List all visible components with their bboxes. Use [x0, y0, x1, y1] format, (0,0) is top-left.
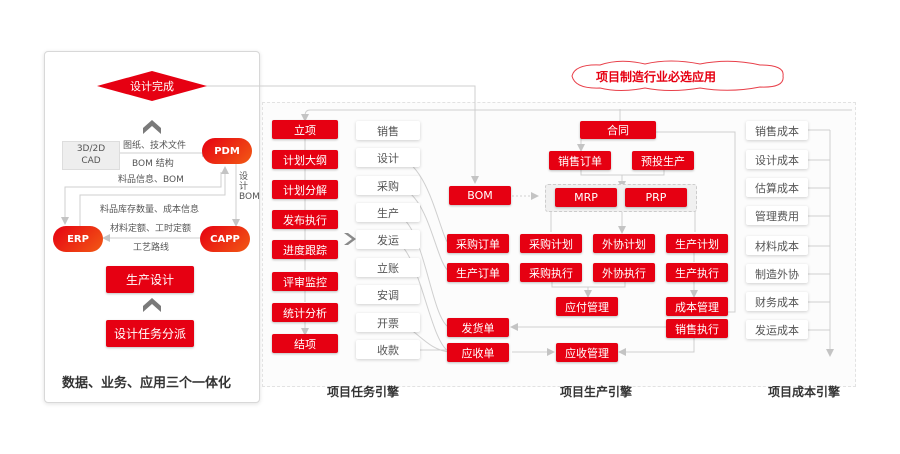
function-item[interactable]: 开票 [356, 313, 420, 332]
chevron-up-icon [143, 298, 161, 312]
label-bom-structure: BOM 结构 [132, 159, 174, 169]
function-item[interactable]: 设计 [356, 148, 420, 167]
design-complete-label: 设计完成 [130, 80, 174, 93]
purchase-order-node[interactable]: 采购订单 [447, 234, 509, 253]
delivery-note-node[interactable]: 发货单 [447, 318, 509, 337]
label-stock-cost: 料品库存数量、成本信息 [100, 205, 200, 215]
label-quota: 材料定额、工时定额 [110, 224, 192, 234]
step-item[interactable]: 统计分析 [272, 303, 338, 322]
label-design-bom: 设计 BOM [239, 172, 260, 202]
step-item[interactable]: 进度跟踪 [272, 240, 338, 259]
banner-text: 项目制造行业必选应用 [596, 70, 717, 84]
function-item[interactable]: 销售 [356, 121, 420, 140]
purchase-plan-node[interactable]: 采购计划 [520, 234, 582, 253]
payable-node[interactable]: 应付管理 [556, 297, 618, 316]
cost-item[interactable]: 销售成本 [746, 121, 808, 140]
line-design-to-bom [205, 85, 479, 184]
function-item[interactable]: 生产 [356, 203, 420, 222]
cost-item[interactable]: 发运成本 [746, 320, 808, 339]
function-item[interactable]: 发运 [356, 230, 420, 249]
chevron-right-icon [344, 233, 356, 245]
left-caption: 数据、业务、应用三个一体化 [62, 376, 232, 391]
purchase-exec-node[interactable]: 采购执行 [520, 263, 582, 282]
cad-box: 3D/2D CAD [62, 141, 120, 170]
cost-item[interactable]: 设计成本 [746, 150, 808, 169]
chevron-up-icon [143, 120, 161, 134]
cost-item[interactable]: 管理费用 [746, 206, 808, 225]
receivable-mgmt-node[interactable]: 应收管理 [556, 343, 618, 362]
sales-order-node[interactable]: 销售订单 [549, 151, 611, 170]
cost-engine-title: 项目成本引擎 [768, 385, 841, 399]
cad-line-2: CAD [81, 156, 101, 166]
label-material-info: 料品信息、BOM [118, 175, 184, 185]
contract-node[interactable]: 合同 [580, 121, 656, 139]
label-route: 工艺路线 [133, 243, 170, 253]
sales-exec-node[interactable]: 销售执行 [666, 319, 728, 338]
step-item[interactable]: 计划大纲 [272, 150, 338, 169]
label-drawings: 图纸、技术文件 [123, 141, 187, 151]
pre-production-node[interactable]: 预投生产 [632, 151, 694, 170]
mrp-node[interactable]: MRP [555, 188, 617, 207]
capp-cloud[interactable]: CAPP [200, 226, 250, 252]
step-item[interactable]: 计划分解 [272, 180, 338, 199]
step-item[interactable]: 立项 [272, 120, 338, 139]
pdm-cloud[interactable]: PDM [202, 138, 252, 164]
production-plan-node[interactable]: 生产计划 [666, 234, 728, 253]
line-to-start [301, 109, 852, 122]
cost-mgmt-node[interactable]: 成本管理 [666, 297, 728, 316]
step-item[interactable]: 评审监控 [272, 272, 338, 291]
bom-node[interactable]: BOM [449, 186, 511, 205]
function-item[interactable]: 采购 [356, 176, 420, 195]
step-item[interactable]: 发布执行 [272, 210, 338, 229]
function-item[interactable]: 收款 [356, 340, 420, 359]
erp-cloud[interactable]: ERP [53, 226, 103, 252]
cost-item[interactable]: 制造外协 [746, 264, 808, 283]
function-item[interactable]: 安调 [356, 285, 420, 304]
function-item[interactable]: 立账 [356, 258, 420, 277]
banner-cloud [571, 60, 784, 91]
receivable-note-node[interactable]: 应收单 [447, 343, 509, 362]
cost-item[interactable]: 估算成本 [746, 178, 808, 197]
task-engine-title: 项目任务引擎 [327, 385, 400, 399]
cad-line-1: 3D/2D [76, 144, 106, 154]
cost-item[interactable]: 财务成本 [746, 292, 808, 311]
prp-node[interactable]: PRP [625, 188, 687, 207]
cost-item[interactable]: 材料成本 [746, 236, 808, 255]
outsource-plan-node[interactable]: 外协计划 [593, 234, 655, 253]
production-exec-node[interactable]: 生产执行 [666, 263, 728, 282]
production-order-node[interactable]: 生产订单 [447, 263, 509, 282]
production-design-button[interactable]: 生产设计 [106, 266, 194, 293]
design-complete-diamond [97, 71, 207, 101]
step-item[interactable]: 结项 [272, 334, 338, 353]
task-dispatch-button[interactable]: 设计任务分派 [106, 320, 194, 347]
production-engine-title: 项目生产引擎 [560, 385, 633, 399]
outsource-exec-node[interactable]: 外协执行 [593, 263, 655, 282]
